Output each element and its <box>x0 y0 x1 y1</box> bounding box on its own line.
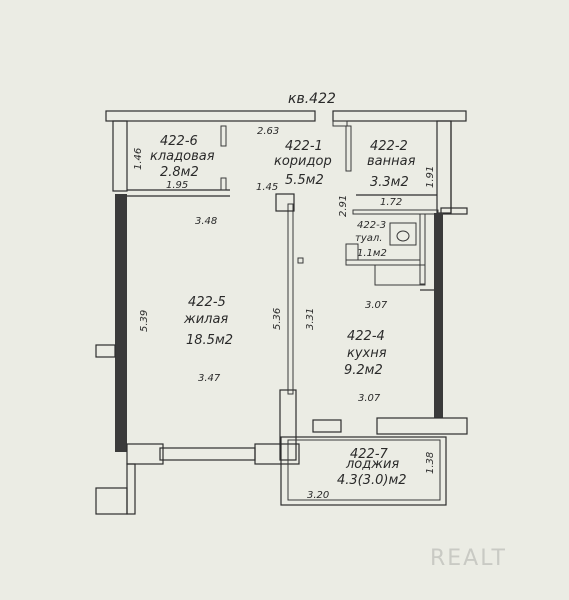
svg-text:5.36: 5.36 <box>272 308 283 330</box>
outer-walls <box>95 110 468 515</box>
svg-text:3.31: 3.31 <box>305 308 316 330</box>
svg-text:4.3(3.0)м2: 4.3(3.0)м2 <box>337 473 407 488</box>
realt-watermark: REALT <box>430 546 507 571</box>
svg-text:2.8м2: 2.8м2 <box>160 165 199 180</box>
interior-walls <box>127 120 439 291</box>
svg-text:422-1: 422-1 <box>285 139 323 154</box>
svg-text:1.91: 1.91 <box>425 166 436 188</box>
apartment-title: кв.422 <box>288 91 336 107</box>
svg-text:1.72: 1.72 <box>380 197 402 208</box>
svg-text:18.5м2: 18.5м2 <box>186 333 233 348</box>
svg-text:1.46: 1.46 <box>133 148 144 170</box>
svg-text:9.2м2: 9.2м2 <box>344 363 383 378</box>
room-label-kitchen: 422-4 кухня 9.2м2 <box>344 329 387 378</box>
svg-text:3.20: 3.20 <box>307 490 329 501</box>
room-label-corridor: 422-1 коридор 5.5м2 <box>274 139 332 188</box>
room-label-bathroom: 422-2 ванная 3.3м2 <box>367 139 416 190</box>
svg-text:1.1м2: 1.1м2 <box>357 248 387 259</box>
room-label-toilet: 422-3 туал. 1.1м2 <box>355 220 387 259</box>
svg-text:3.07: 3.07 <box>365 300 388 311</box>
svg-text:кухня: кухня <box>347 346 387 361</box>
svg-text:422-6: 422-6 <box>160 134 198 149</box>
svg-text:422-2: 422-2 <box>370 139 408 154</box>
svg-text:жилая: жилая <box>183 312 228 327</box>
svg-text:422-7: 422-7 <box>350 447 389 462</box>
svg-text:туал.: туал. <box>355 233 382 244</box>
dimension-labels: 2.63 1.46 1.95 1.45 1.91 2.91 1.72 3.48 … <box>133 126 436 501</box>
svg-text:5.5м2: 5.5м2 <box>285 173 324 188</box>
svg-text:коридор: коридор <box>274 154 332 169</box>
svg-text:422-5: 422-5 <box>188 295 226 310</box>
room-label-storage: 422-6 кладовая 2.8м2 <box>150 134 215 180</box>
svg-text:ванная: ванная <box>367 154 416 169</box>
svg-text:кладовая: кладовая <box>150 149 215 164</box>
svg-text:1.95: 1.95 <box>166 180 188 191</box>
svg-text:3.48: 3.48 <box>195 216 217 227</box>
room-label-loggia: 422-7 лоджия 4.3(3.0)м2 <box>337 447 407 488</box>
svg-text:3.47: 3.47 <box>198 373 221 384</box>
svg-text:2.63: 2.63 <box>257 126 279 137</box>
svg-text:422-3: 422-3 <box>357 220 386 231</box>
svg-text:REALT: REALT <box>430 546 507 571</box>
svg-text:1.45: 1.45 <box>256 182 278 193</box>
svg-text:лоджия: лоджия <box>345 457 399 472</box>
svg-text:2.91: 2.91 <box>338 195 349 217</box>
svg-text:5.39: 5.39 <box>139 310 150 332</box>
svg-text:1.38: 1.38 <box>425 452 436 474</box>
room-label-living: 422-5 жилая 18.5м2 <box>183 295 233 348</box>
svg-text:3.3м2: 3.3м2 <box>370 175 409 190</box>
svg-text:422-4: 422-4 <box>347 329 385 344</box>
svg-text:3.07: 3.07 <box>358 393 381 404</box>
